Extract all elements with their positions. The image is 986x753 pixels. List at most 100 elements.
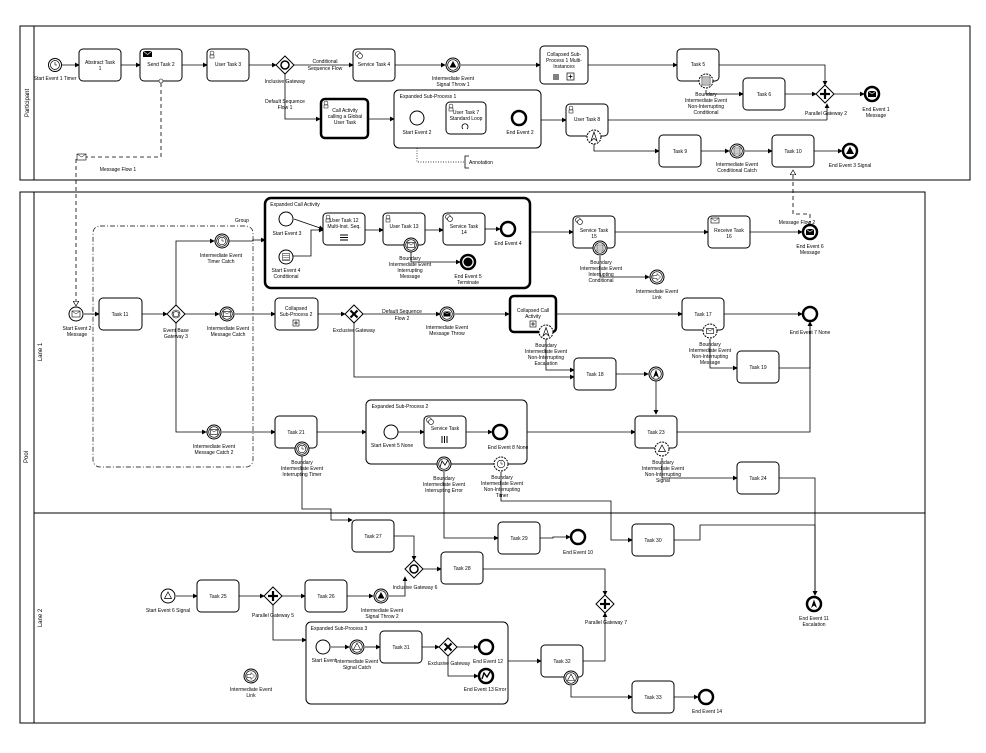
call-activity-global-user-task[interactable]: Call Activity calling a Global User Task bbox=[319, 97, 370, 140]
inclusive-gateway[interactable]: Inclusive Gateway bbox=[265, 55, 306, 85]
intermediate-message-catch[interactable]: Intermediate Event Message Catch bbox=[207, 306, 250, 338]
boundary-interrupting-conditional[interactable]: Boundary Intermediate Event Interrupting… bbox=[580, 240, 623, 284]
start-event-2-message[interactable]: Start Event 2 Message bbox=[63, 306, 92, 338]
event-based-gateway-3[interactable]: Event Base Gateway 3 bbox=[163, 304, 189, 340]
service-task-14[interactable]: Service Task 14 bbox=[442, 212, 486, 246]
task-5[interactable]: Task 5 bbox=[676, 48, 720, 82]
intermediate-signal-throw-2[interactable]: Intermediate Event Signal Throw 2 bbox=[361, 588, 404, 620]
intermediate-conditional-catch[interactable]: Intermediate Event Conditional Catch bbox=[716, 143, 759, 174]
intermediate-signal-catch[interactable]: Intermediate Event Signal Catch bbox=[336, 639, 379, 671]
collapsed-subprocess-2[interactable]: Collapsed Sub-Process 2 bbox=[274, 297, 319, 331]
task-30[interactable]: Task 30 bbox=[631, 523, 675, 557]
boundary-message-non-interrupting[interactable]: Boundary Intermediate Event Non-Interrup… bbox=[689, 323, 732, 366]
parallel-gateway-7[interactable]: Parallel Gateway 7 bbox=[585, 594, 627, 626]
svg-text:Boundary: Boundary bbox=[699, 342, 721, 348]
svg-text:Send Task 2: Send Task 2 bbox=[147, 62, 175, 68]
collapsed-subprocess-1[interactable]: Collapsed Sub- Process 1 Multi- Instance… bbox=[539, 45, 589, 85]
service-task-multi[interactable]: Service Task bbox=[423, 415, 467, 449]
message-flow-2[interactable]: Message Flow 2 bbox=[779, 170, 816, 226]
end-event-14[interactable]: End Event 14 bbox=[692, 688, 722, 715]
task-25[interactable]: Task 25 bbox=[196, 579, 240, 613]
parallel-gateway-5[interactable]: Parallel Gateway 5 bbox=[252, 586, 294, 619]
task-27[interactable]: Task 27 bbox=[351, 519, 395, 553]
svg-text:Expanded Call Activity: Expanded Call Activity bbox=[270, 202, 320, 208]
task-11[interactable]: Task 11 bbox=[98, 297, 143, 331]
end-event-4[interactable]: End Event 4 bbox=[494, 220, 522, 247]
end-event-8-none[interactable]: End Event 8 None bbox=[488, 423, 529, 451]
parallel-gateway-2[interactable]: Parallel Gateway 2 bbox=[805, 84, 847, 117]
collapsed-call-activity[interactable]: Collapsed Call Activity bbox=[508, 294, 558, 334]
start-event-2[interactable]: Start Event 2 bbox=[403, 110, 432, 136]
task-17[interactable]: Task 17 bbox=[681, 297, 725, 331]
end-event-6-message[interactable]: End Event 6 Message bbox=[796, 223, 824, 256]
end-event-5-terminate[interactable]: End Event 5 Terminate bbox=[454, 253, 482, 286]
task-6[interactable]: Task 6 bbox=[742, 77, 786, 111]
boundary-signal-task32[interactable] bbox=[563, 670, 579, 686]
escalation-icon bbox=[811, 599, 817, 608]
end-event-13-error[interactable]: End Event 13 Error bbox=[464, 667, 507, 693]
end-event-1-message[interactable]: End Event 1 Message bbox=[862, 85, 890, 119]
expanded-call-activity[interactable]: Expanded Call Activity Start Event 3 Sta… bbox=[263, 196, 532, 290]
expanded-subprocess-3[interactable]: Expanded Sub-Process 3 Start Event Inter… bbox=[305, 621, 509, 705]
end-event-11-escalation[interactable]: End Event 11 Escalation bbox=[799, 595, 829, 628]
end-event-2[interactable]: End Event 2 bbox=[506, 109, 534, 136]
boundary-escalation-non-interrupting[interactable]: Boundary Intermediate Event Non-Interrup… bbox=[525, 324, 568, 367]
abstract-task-1[interactable]: Abstract Task 1 bbox=[78, 48, 122, 82]
boundary-signal-non-interrupting[interactable]: Boundary Intermediate Event Non-Interrup… bbox=[642, 441, 685, 484]
exclusive-gateway-2[interactable]: Exclusive Gateway bbox=[428, 637, 471, 667]
task-28[interactable]: Task 28 bbox=[440, 551, 484, 585]
user-task-13[interactable]: User Task 13 bbox=[382, 212, 426, 246]
intermediate-message-catch-2[interactable]: Intermediate Event Message Catch 2 bbox=[193, 424, 236, 456]
svg-text:Boundary: Boundary bbox=[491, 475, 513, 481]
start-event-3[interactable]: Start Event 3 bbox=[273, 211, 302, 237]
svg-text:Conditional: Conditional bbox=[693, 110, 718, 116]
task-10[interactable]: Task 10 bbox=[771, 134, 815, 168]
boundary-interrupting-message[interactable]: Boundary Intermediate Event Interrupting… bbox=[389, 237, 432, 280]
service-task-4[interactable]: Service Task 4 bbox=[352, 48, 396, 82]
intermediate-timer-catch[interactable]: Intermediate Event Timer Catch bbox=[200, 233, 243, 265]
user-task-12[interactable]: User Task 12 Multi-Inst. Seq. bbox=[322, 212, 366, 246]
boundary-escalation-event-user8[interactable] bbox=[586, 129, 602, 145]
task-33[interactable]: Task 33 bbox=[631, 680, 675, 714]
service-task-15[interactable]: Service Task 15 bbox=[572, 215, 616, 249]
intermediate-message-throw[interactable]: Intermediate Event Message Throw bbox=[426, 306, 469, 337]
expanded-subprocess-2[interactable]: Expanded Sub-Process 2 Start Event 5 Non… bbox=[365, 399, 529, 465]
inclusive-gateway-6[interactable]: Inclusive Gateway 6 bbox=[393, 559, 438, 591]
start-event-1-timer[interactable]: Start Event 1 Timer bbox=[34, 58, 77, 83]
start-event-4-conditional[interactable]: Start Event 4 Conditional bbox=[272, 249, 301, 280]
boundary-conditional-event[interactable]: Boundary Intermediate Event Non-Interrup… bbox=[685, 73, 728, 116]
start-event-5-none[interactable]: Start Event 5 None bbox=[371, 424, 413, 449]
svg-text:Exclusive Gateway: Exclusive Gateway bbox=[428, 661, 471, 667]
task-32[interactable]: Task 32 bbox=[540, 644, 584, 678]
start-event-6-signal[interactable]: Start Event 6 Signal bbox=[146, 588, 190, 614]
user-task-7[interactable]: User Task 7 Standard Loop bbox=[445, 101, 487, 135]
receive-task-16[interactable]: Receive Task 16 bbox=[707, 215, 751, 249]
task-18[interactable]: Task 18 bbox=[573, 357, 617, 391]
exclusive-gateway[interactable]: Exclusive Gateway bbox=[333, 304, 376, 334]
intermediate-link[interactable]: Intermediate Event Link bbox=[636, 269, 679, 301]
intermediate-escalation-event[interactable] bbox=[648, 366, 664, 382]
task-24[interactable]: Task 24 bbox=[736, 461, 780, 495]
task-23[interactable]: Task 23 bbox=[634, 415, 678, 449]
task-21[interactable]: Task 21 bbox=[274, 415, 318, 449]
task-9[interactable]: Task 9 bbox=[658, 134, 702, 168]
user-task-3[interactable]: User Task 3 bbox=[206, 48, 250, 82]
message-flow-1[interactable]: Message Flow 1 bbox=[76, 83, 162, 306]
end-event-12[interactable]: End Event 12 bbox=[473, 638, 503, 665]
start-event-sub3[interactable]: Start Event bbox=[312, 639, 337, 664]
intermediate-signal-throw-1[interactable]: Intermediate Event Signal Throw 1 bbox=[432, 57, 475, 88]
task-26[interactable]: Task 26 bbox=[304, 579, 348, 613]
end-event-3-signal[interactable]: End Event 3 Signal bbox=[829, 142, 872, 169]
end-event-7-none[interactable]: End Event 7 None bbox=[790, 305, 831, 336]
send-task-2[interactable]: Send Task 2 bbox=[139, 48, 183, 84]
end-event-10[interactable]: End Event 10 bbox=[563, 528, 593, 556]
user-task-8[interactable]: User Task 8 bbox=[565, 103, 609, 137]
boundary-non-interrupting-timer[interactable]: Boundary Intermediate Event Non-Interrup… bbox=[481, 456, 524, 499]
task-29[interactable]: Task 29 bbox=[497, 521, 541, 555]
intermediate-link-2[interactable]: Intermediate Event Link bbox=[230, 668, 273, 699]
task-31[interactable]: Task 31 bbox=[379, 630, 423, 664]
svg-text:Non-Interrupting: Non-Interrupting bbox=[645, 472, 681, 478]
task-19[interactable]: Task 19 bbox=[736, 350, 780, 384]
expanded-subprocess-1[interactable]: Expanded Sub-Process 1 Start Event 2 Use… bbox=[393, 89, 542, 149]
